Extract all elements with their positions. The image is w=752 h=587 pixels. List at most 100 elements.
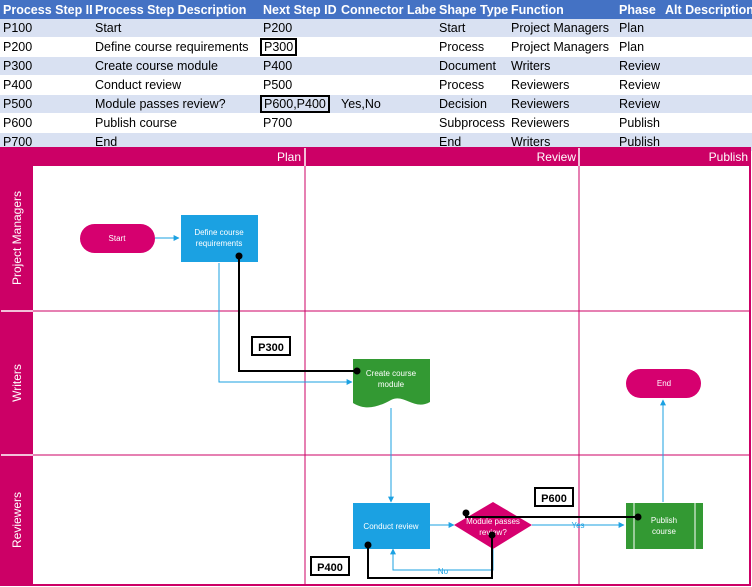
publish-label-line1: Publish [651,516,677,525]
callout-label-p300: P300 [258,342,284,354]
cell-shape-type: Process [436,37,508,57]
cell-shape-type: Document [436,56,508,76]
cell-phase: Review [616,94,662,114]
cell-function: Reviewers [508,94,616,114]
start-terminal [80,224,155,253]
callout-line-p300 [238,256,357,372]
cell-connector-label [338,113,436,133]
table-row: P500 Module passes review? P600,P400 Yes… [0,94,752,114]
callout-dot [462,509,470,517]
decision-diamond [454,502,532,549]
cell-connector-label: Yes,No [338,94,436,114]
cell-function: Project Managers [508,37,616,57]
cell-alt-description [662,37,752,57]
create-label-line1: Create course [366,369,417,378]
cell-alt-description [662,75,752,95]
define-label-line2: requirements [196,239,243,248]
cell-next-step: P300 [260,37,338,57]
callout-line-p400 [367,535,493,579]
cell-step-id: P200 [0,37,92,57]
table-row: P200 Define course requirements P300 Pro… [0,37,752,57]
callout-label-p600: P600 [541,493,567,505]
cell-step-id: P100 [0,19,92,38]
column-header: Process Step ID [0,0,92,19]
callout-box-p600 [534,487,574,507]
lane-label-project-managers: Project Managers [10,191,24,285]
create-label-line2: module [378,380,405,389]
cell-connector-label [338,56,436,76]
cell-shape-type: Subprocess [436,113,508,133]
cell-next-step: P500 [260,75,338,95]
cell-function: Reviewers [508,75,616,95]
process-data-table: Process Step ID Process Step Description… [0,0,752,152]
conduct-label: Conduct review [363,522,418,531]
cell-description: Publish course [92,113,260,133]
cell-description: Module passes review? [92,94,260,114]
column-header: Next Step ID [260,0,338,19]
swimlane-diagram: Plan Review Publish Project Managers Wri… [0,147,751,586]
cell-next-step: P400 [260,56,338,76]
cell-shape-type: Decision [436,94,508,114]
callout-box-p400 [310,556,350,576]
publish-label-line2: course [652,527,677,536]
cell-step-id: P400 [0,75,92,95]
cell-next-step: P200 [260,19,338,38]
cell-function: Writers [508,56,616,76]
cell-connector-label [338,19,436,38]
connector-label-yes: Yes [571,521,584,530]
end-terminal [626,369,701,398]
connector-label-no: No [438,567,449,576]
column-header: Shape Type [436,0,508,19]
connector-define-to-create [218,263,353,385]
cell-description: Conduct review [92,75,260,95]
cell-phase: Plan [616,37,662,57]
callout-dot [488,531,496,539]
highlight-box-p300: P300 [260,38,298,56]
column-header: Phase [616,0,662,19]
start-label: Start [109,234,127,243]
cell-alt-description [662,94,752,114]
highlight-box-p600-p400: P600,P400 [260,95,330,113]
table-row: P300 Create course module P400 Document … [0,56,752,76]
column-header: Connector Label [338,0,436,19]
publish-course-subprocess [626,503,703,549]
cell-next-step: P700 [260,113,338,133]
cell-connector-label [338,75,436,95]
callout-dot [235,252,243,260]
cell-connector-label [338,37,436,57]
column-header: Process Step Description [92,0,260,19]
table-row: P400 Conduct review P500 Process Reviewe… [0,75,752,95]
define-label-line1: Define course [194,228,244,237]
cell-next-step: P600,P400 [260,94,338,114]
cell-step-id: P300 [0,56,92,76]
cell-phase: Plan [616,19,662,38]
cell-alt-description [662,113,752,133]
table-row: P600 Publish course P700 Subprocess Revi… [0,113,752,133]
cell-function: Reviewers [508,113,616,133]
table-header-row: Process Step ID Process Step Description… [0,0,752,19]
lane-header-band [1,166,33,585]
column-header: Alt Description [662,0,752,19]
cell-shape-type: Process [436,75,508,95]
decision-label-line1: Module passes [466,517,520,526]
lane-label-reviewers: Reviewers [10,492,24,548]
callout-box-p300 [251,336,291,356]
cell-step-id: P500 [0,94,92,114]
cell-shape-type: Start [436,19,508,38]
cell-alt-description [662,19,752,38]
callout-dot [634,513,642,521]
conduct-review-process [353,503,430,549]
cell-function: Project Managers [508,19,616,38]
phase-label-plan: Plan [277,150,301,164]
callout-dot [353,367,361,375]
phase-label-publish: Publish [709,150,748,164]
phase-header-band [1,148,750,166]
column-header: Function [508,0,616,19]
callout-label-p400: P400 [317,562,343,574]
cell-phase: Review [616,75,662,95]
table-row: P100 Start P200 Start Project Managers P… [0,19,752,38]
phase-label-review: Review [537,150,577,164]
cell-description: Create course module [92,56,260,76]
lane-label-writers: Writers [10,364,24,402]
